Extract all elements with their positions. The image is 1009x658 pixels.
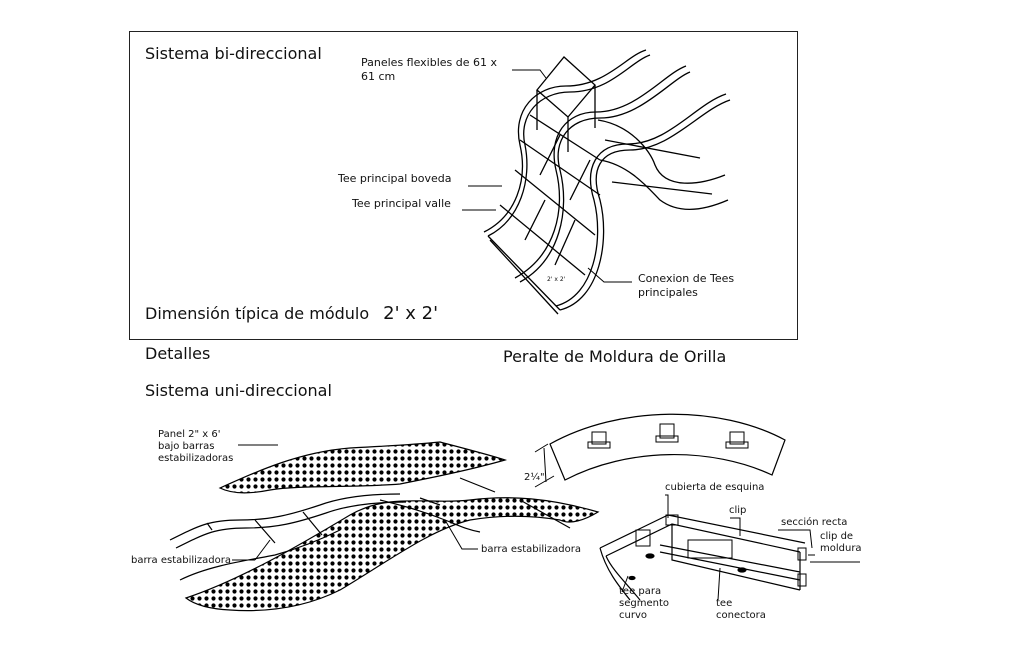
label-valley-main-tee: Tee principal valle xyxy=(352,197,451,210)
module-dimension-line: Dimensión típica de módulo 2' x 2' xyxy=(145,303,438,324)
label-stabilizer-bar-right: barra estabilizadora xyxy=(481,544,582,555)
label-panel-under-bars: Panel 2" x 6' bajo barras estabilizadora… xyxy=(158,429,234,464)
module-dimension-value: 2' x 2' xyxy=(383,303,439,324)
uni-directional-title: Sistema uni-direccional xyxy=(145,381,332,400)
module-size-tag: 2' x 2' xyxy=(547,276,566,283)
label-connector-tee: tee conectora xyxy=(716,598,766,621)
label-molding-clip: clip de moldura xyxy=(820,531,862,554)
edge-molding xyxy=(534,413,860,601)
label-main-tee-connection: Conexion de Tees principales xyxy=(638,272,735,299)
details-heading: Detalles xyxy=(145,344,211,363)
molding-height-dimension: 2¼" xyxy=(524,472,545,483)
curved-main-tees xyxy=(483,49,731,311)
label-clip: clip xyxy=(729,505,747,516)
label-straight-section: sección recta xyxy=(781,517,848,528)
uni-directional-system xyxy=(169,441,600,612)
bi-directional-title: Sistema bi-direccional xyxy=(145,44,322,63)
cross-tees xyxy=(487,114,713,315)
curved-molding-band xyxy=(549,413,786,481)
panel-lower xyxy=(184,497,600,612)
label-curved-segment-tee: tee para segmento curvo xyxy=(619,586,669,621)
edge-molding-title: Peralte de Moldura de Orilla xyxy=(503,347,727,366)
label-stabilizer-bar-left: barra estabilizadora xyxy=(131,555,232,566)
label-flexible-panels: Paneles flexibles de 61 x 61 cm xyxy=(361,56,498,83)
label-vault-main-tee: Tee principal boveda xyxy=(338,172,452,185)
bi-directional-grid xyxy=(462,49,731,315)
label-corner-cover: cubierta de esquina xyxy=(665,482,765,493)
panel-upper xyxy=(218,441,508,494)
panel-cube xyxy=(536,56,596,118)
module-dimension-label: Dimensión típica de módulo xyxy=(145,304,370,323)
bi-directional-frame xyxy=(129,31,798,340)
